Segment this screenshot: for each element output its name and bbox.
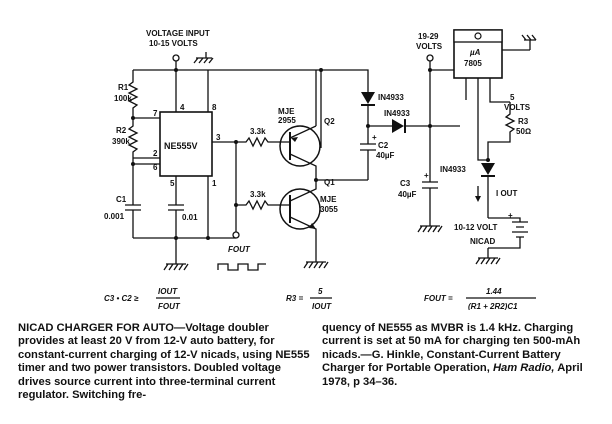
diode-right-label: IN4933 bbox=[440, 165, 466, 174]
nicad-battery bbox=[488, 217, 528, 249]
eq-c-num: IOUT bbox=[158, 287, 178, 296]
eq-f-den: (R1 + 2R2)C1 bbox=[468, 302, 518, 310]
battery-voltage: 10-12 VOLT bbox=[454, 223, 498, 232]
out-5-value: 5 bbox=[510, 93, 515, 102]
q2-type: MJE bbox=[278, 107, 295, 116]
svg-text:+: + bbox=[424, 171, 429, 180]
resistor-3k3-bot-label: 3.3k bbox=[250, 190, 266, 199]
eq-f-num: 1.44 bbox=[486, 287, 502, 296]
voltage-input-label: VOLTAGE INPUT bbox=[146, 29, 210, 38]
out-19-29-value: 19-29 bbox=[418, 32, 439, 41]
resistor-3k3-top bbox=[236, 136, 278, 148]
pin-2: 2 bbox=[153, 149, 158, 158]
q2-transistor bbox=[279, 125, 321, 167]
caption-right-tail: April 1978, p 34–36. bbox=[322, 362, 583, 388]
c3-label: C3 bbox=[400, 179, 411, 188]
r2-resistor bbox=[127, 118, 139, 164]
q2-label: Q2 bbox=[324, 117, 335, 126]
ne555-ic bbox=[159, 111, 213, 177]
c3-capacitor bbox=[422, 181, 438, 226]
svg-text:+: + bbox=[508, 211, 513, 220]
c3-value: 40µF bbox=[398, 190, 417, 199]
c-001-capacitor bbox=[168, 176, 184, 238]
r1-resistor bbox=[127, 70, 139, 118]
c1-value: 0.001 bbox=[104, 212, 125, 221]
fout-test-point bbox=[232, 231, 240, 239]
pin-6: 6 bbox=[153, 163, 158, 172]
eq-c-den: FOUT bbox=[158, 302, 181, 310]
eq-c-lhs: C3 • C2 ≥ bbox=[104, 294, 139, 303]
resistor-3k3-bot bbox=[236, 199, 278, 211]
out-19-29-unit: VOLTS bbox=[416, 42, 443, 51]
battery-ground bbox=[475, 257, 501, 265]
q1-number: 3055 bbox=[320, 205, 338, 214]
fout-label: FOUT bbox=[228, 245, 251, 254]
c3-ground bbox=[417, 225, 443, 233]
caption-title: NICAD CHARGER FOR AUTO— bbox=[18, 322, 186, 334]
regulator-number: 7805 bbox=[464, 59, 482, 68]
q2-number: 2955 bbox=[278, 116, 296, 125]
caption-left-body: Voltage doubler provides at least 20 V f… bbox=[18, 322, 310, 402]
c1-capacitor bbox=[125, 164, 141, 238]
r1-value: 100k bbox=[114, 94, 132, 103]
out-5-unit: VOLTS bbox=[504, 103, 531, 112]
ic-label: NE555V bbox=[164, 141, 198, 151]
voltage-input-range: 10-15 VOLTS bbox=[149, 39, 198, 48]
r3-value: 50Ω bbox=[516, 127, 531, 136]
ic-ground bbox=[163, 238, 189, 271]
caption-right-body: quency of NE555 as MVBR is 1.4 kHz. Char… bbox=[322, 322, 581, 375]
r3-label: R3 bbox=[518, 117, 529, 126]
input-ground bbox=[193, 52, 214, 64]
q1-ground bbox=[303, 261, 329, 269]
out-19-29-terminal bbox=[426, 54, 434, 62]
c2-value: 40µF bbox=[376, 151, 395, 160]
input-terminal bbox=[172, 54, 180, 62]
r2-value: 390k bbox=[112, 137, 130, 146]
q1-type: MJE bbox=[320, 195, 337, 204]
caption-left: NICAD CHARGER FOR AUTO—Voltage doubler p… bbox=[18, 322, 310, 402]
pin-4: 4 bbox=[180, 103, 185, 112]
r3-resistor bbox=[487, 102, 516, 160]
i-out-label: I OUT bbox=[496, 189, 517, 198]
square-wave bbox=[217, 263, 266, 271]
r1-label: R1 bbox=[118, 83, 129, 92]
svg-text:+: + bbox=[372, 133, 377, 142]
q1-label: Q1 bbox=[324, 178, 335, 187]
diode-mid bbox=[392, 119, 404, 133]
pin-1: 1 bbox=[212, 179, 217, 188]
c1-label: C1 bbox=[116, 195, 127, 204]
diode-top-label: IN4933 bbox=[378, 93, 404, 102]
pin-7: 7 bbox=[153, 109, 158, 118]
diode-mid-label: IN4933 bbox=[384, 109, 410, 118]
regulator-prefix: µA bbox=[469, 48, 481, 57]
c2-label: C2 bbox=[378, 141, 389, 150]
eq-r3-den: IOUT bbox=[312, 302, 332, 310]
eq-f-lhs: FOUT = bbox=[424, 294, 453, 303]
caption-journal: Ham Radio, bbox=[492, 362, 555, 375]
diode-top bbox=[361, 92, 375, 104]
c-001-value: 0.01 bbox=[182, 213, 198, 222]
caption-right: quency of NE555 as MVBR is 1.4 kHz. Char… bbox=[322, 322, 606, 389]
resistor-3k3-top-label: 3.3k bbox=[250, 127, 266, 136]
eq-r3-num: 5 bbox=[318, 287, 323, 296]
pin-8: 8 bbox=[212, 103, 217, 112]
diode-right bbox=[481, 163, 495, 175]
circuit-schematic: VOLTAGE INPUT 10-15 VOLTS R1 100k R2 390… bbox=[104, 29, 537, 310]
pin-3: 3 bbox=[216, 133, 221, 142]
pin-5: 5 bbox=[170, 179, 175, 188]
eq-r3-lhs: R3 = bbox=[286, 294, 303, 303]
r2-label: R2 bbox=[116, 126, 127, 135]
battery-type: NICAD bbox=[470, 237, 496, 246]
c2-capacitor bbox=[360, 126, 376, 180]
q1-transistor bbox=[279, 188, 321, 230]
